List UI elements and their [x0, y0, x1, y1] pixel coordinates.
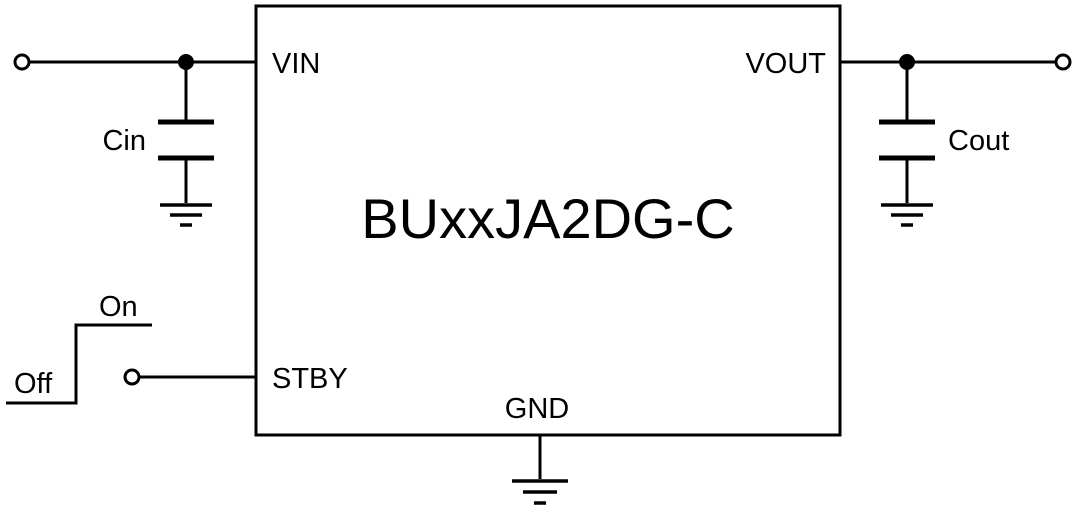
vout-output-terminal [1054, 53, 1072, 71]
off-label: Off [14, 368, 53, 400]
ic-body [254, 4, 842, 437]
chip-name-label: BUxxJA2DG-C [361, 187, 734, 250]
cin-label: Cin [102, 125, 146, 157]
pin-label-vin: VIN [272, 48, 320, 80]
pin-label-vout: VOUT [745, 48, 826, 80]
cout-label: Cout [948, 125, 1009, 157]
gnd-ground-symbol [512, 479, 568, 505]
cout-ground-symbol [881, 203, 933, 227]
pin-label-gnd: GND [505, 393, 569, 425]
cin-ground-symbol [160, 203, 212, 227]
on-label: On [99, 291, 138, 323]
on-off-step-waveform [6, 323, 152, 405]
pin-label-stby: STBY [272, 363, 348, 395]
stby-input-terminal [123, 368, 141, 386]
vin-input-terminal [13, 53, 31, 71]
